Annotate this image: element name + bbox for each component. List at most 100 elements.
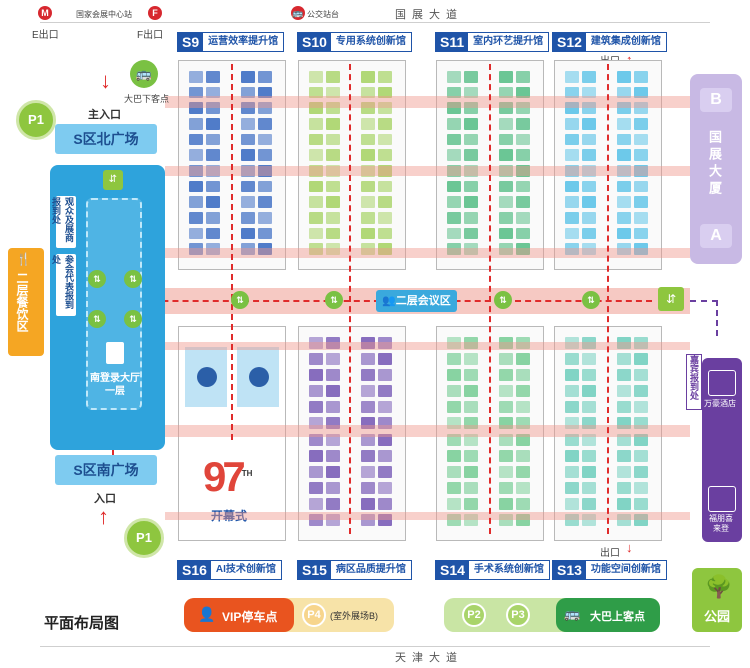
metro-station-label: 国家会展中心站 <box>76 10 132 19</box>
booth <box>565 243 580 255</box>
booth <box>447 149 462 161</box>
booth <box>498 180 513 193</box>
booth <box>257 118 272 130</box>
booth <box>464 243 479 255</box>
booth <box>616 385 631 398</box>
booth <box>616 369 631 382</box>
booth <box>360 227 375 240</box>
hall-name: 建筑集成创新馆 <box>585 33 666 51</box>
south-plaza-sign[interactable]: S区南广场 <box>55 455 157 485</box>
booth <box>464 401 479 414</box>
legend-vip-parking[interactable]: 👤 VIP停车点 P4 (室外展场B) <box>184 598 394 632</box>
stairs-icon: ⇅ <box>124 310 142 328</box>
booth <box>240 86 255 99</box>
booth <box>616 165 631 177</box>
booth <box>633 417 648 430</box>
bus-pick-badge <box>556 598 660 632</box>
booth <box>326 180 341 193</box>
booth <box>633 118 648 130</box>
hotel2-label: 福朋喜来登 <box>709 514 733 533</box>
booth <box>309 86 324 99</box>
park-block[interactable] <box>692 568 742 632</box>
booth <box>565 353 580 366</box>
booth <box>309 227 324 240</box>
metro-icon: M <box>38 6 52 20</box>
parking-p1-top-icon[interactable]: P1 <box>16 100 56 140</box>
hall-header-s10[interactable]: S10 专用系统创新馆 <box>297 32 412 52</box>
booth <box>240 149 255 161</box>
booth <box>447 102 462 114</box>
booth <box>326 243 341 255</box>
hall-s10[interactable] <box>298 60 406 270</box>
booth <box>309 385 324 398</box>
entrance-arrow-icon: ↑ <box>98 504 109 529</box>
booth <box>360 465 375 478</box>
booth <box>309 149 324 161</box>
booth <box>498 353 513 366</box>
hall-header-s12[interactable]: S12 建筑集成创新馆 <box>552 32 667 52</box>
booth <box>326 481 341 494</box>
booth <box>498 465 513 478</box>
dining-area-block[interactable] <box>8 248 44 356</box>
booth <box>616 86 631 99</box>
booth <box>515 86 530 99</box>
booth <box>309 118 324 130</box>
booth <box>616 401 631 414</box>
route-vip <box>690 300 718 302</box>
booth <box>189 118 204 130</box>
hall-header-s11[interactable]: S11 室内环艺提升馆 <box>435 32 550 52</box>
booth <box>582 337 597 350</box>
parking-p1-bottom-icon[interactable]: P1 <box>124 518 164 558</box>
booth <box>326 513 341 526</box>
booth <box>616 227 631 240</box>
exit-bottom-arrow-icon: ↓ <box>626 540 633 555</box>
booth <box>189 86 204 99</box>
booth <box>464 71 479 83</box>
hall-header-s9[interactable]: S9 运营效率提升馆 <box>177 32 285 52</box>
booth <box>326 118 341 130</box>
booth <box>565 497 580 510</box>
booth <box>565 180 580 193</box>
booth <box>633 196 648 208</box>
booth <box>515 196 530 208</box>
opening-logo-number: 97 <box>203 453 246 500</box>
booth <box>498 401 513 414</box>
north-plaza-sign[interactable]: S区北广场 <box>55 124 157 154</box>
hall-header-s14[interactable]: S14 手术系统创新馆 <box>435 560 550 580</box>
booth <box>565 71 580 83</box>
booth <box>377 353 392 366</box>
booth <box>464 133 479 146</box>
hall-header-s13[interactable]: S13 功能空间创新馆 <box>552 560 667 580</box>
booth <box>377 71 392 83</box>
map-title: 平面布局图 <box>44 615 120 632</box>
booth <box>582 481 597 494</box>
booth <box>189 227 204 240</box>
booth <box>240 212 255 224</box>
booth <box>464 149 479 161</box>
booth <box>447 165 462 177</box>
booth <box>326 133 341 146</box>
hall-id: S14 <box>440 562 465 578</box>
dining-icon: 🍴 <box>16 252 31 266</box>
booth <box>206 149 221 161</box>
booth <box>206 71 221 83</box>
booth <box>377 133 392 146</box>
booth <box>360 513 375 526</box>
booth <box>309 133 324 146</box>
booth <box>498 385 513 398</box>
lobby-label: 南登录大厅一层 <box>90 373 140 397</box>
booth <box>515 180 530 193</box>
booth <box>447 449 462 462</box>
booth <box>582 353 597 366</box>
hall-header-s15[interactable]: S15 病区品质提升馆 <box>297 560 412 580</box>
f-exit-label: F出口 <box>137 30 164 41</box>
conference-area-label[interactable]: 👥二层会议区 <box>376 290 457 312</box>
hall-s15[interactable] <box>298 326 406 541</box>
booth <box>633 385 648 398</box>
hall-header-s16[interactable]: S16 AI技术创新馆 <box>177 560 282 580</box>
escalator-icon: ⇅ <box>494 291 512 309</box>
booth <box>582 212 597 224</box>
booth <box>377 513 392 526</box>
legend-bus-pick[interactable]: P2 P3 🚌 大巴上客点 <box>444 598 660 632</box>
booth <box>498 369 513 382</box>
